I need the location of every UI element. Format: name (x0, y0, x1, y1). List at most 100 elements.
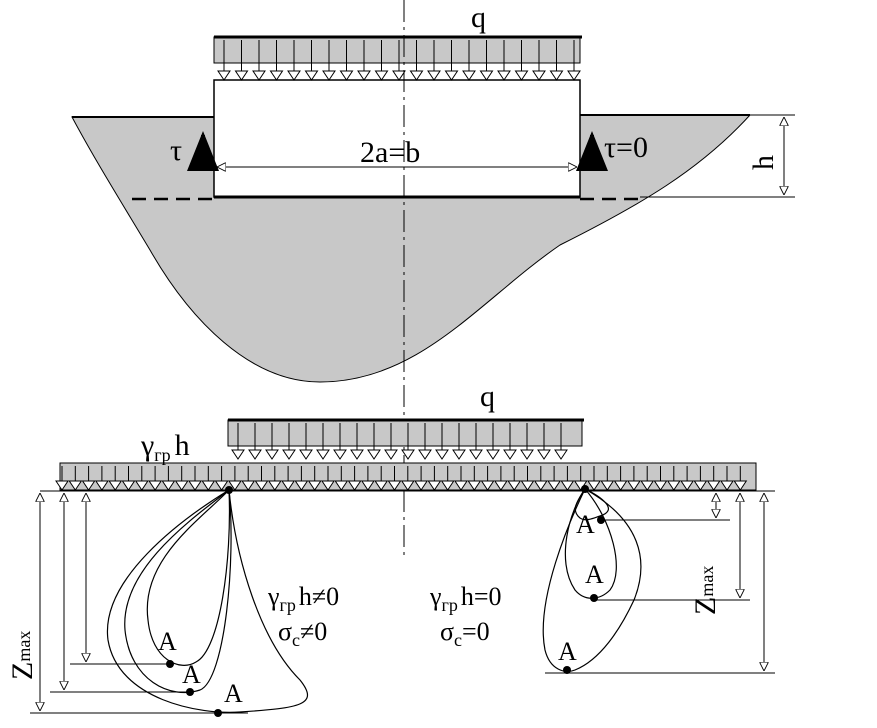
load-arrow-bottom-head (265, 449, 279, 460)
load-arrow-soil-head (307, 480, 322, 491)
load-arrow-soil-head (55, 480, 69, 491)
load-arrow-soil-head (613, 480, 628, 491)
load-arrow-bottom-head (316, 449, 330, 460)
point-a-label-right-1: A (576, 510, 595, 539)
point-a-right-3 (563, 666, 571, 674)
load-arrow-soil-head (706, 480, 721, 491)
load-arrow-top-head (287, 70, 301, 81)
load-arrow-bottom-head (435, 449, 449, 460)
load-arrow-soil-head (493, 480, 508, 491)
load-arrows-soil (55, 466, 748, 491)
load-band-top (213, 36, 581, 64)
point-a-label-right-2: A (585, 560, 604, 589)
load-arrow-bottom-head (384, 449, 398, 460)
load-arrow-soil-head (108, 480, 123, 491)
load-arrow-bottom-head (554, 449, 568, 460)
load-arrow-bottom-head (452, 449, 466, 460)
load-arrow-top-head (479, 70, 494, 81)
shear-label-right: τ=0 (604, 131, 648, 164)
load-arrow-bottom-head (248, 449, 262, 460)
load-arrow-soil-head (733, 480, 748, 491)
zmax-label-right: Zmax (689, 566, 722, 615)
isobar-left-small (146, 489, 231, 666)
load-arrow-soil-head (201, 480, 216, 491)
isobar-left-mid (124, 489, 232, 694)
load-arrow-top-head (269, 70, 284, 81)
load-arrow-soil-head (507, 480, 522, 491)
top-load-label: q (471, 1, 486, 34)
load-arrow-soil-head (400, 480, 415, 491)
top-figure: q 2a=b τ τ=0 h (71, 1, 795, 383)
load-arrow-soil-head (227, 480, 242, 491)
load-arrow-soil-head (267, 480, 282, 491)
load-arrow-bottom-head (350, 449, 364, 460)
shear-label-left: τ (170, 134, 182, 167)
load-arrow-bottom-head (418, 449, 432, 460)
load-arrow-soil-head (600, 480, 615, 491)
load-arrow-bottom-head (503, 449, 517, 460)
load-arrow-soil-head (214, 480, 229, 491)
load-arrow-bottom-head (231, 449, 245, 460)
point-a-label-left-2: A (182, 660, 201, 689)
load-arrows-top (217, 40, 581, 81)
load-arrow-soil-head (68, 480, 83, 491)
load-arrow-top-head (234, 70, 249, 81)
origin-point-right (581, 485, 589, 493)
load-arrow-bottom-head (333, 449, 347, 460)
load-arrow-bottom-head (537, 449, 551, 460)
load-arrow-bottom-head (469, 449, 483, 460)
load-arrow-top-head (409, 70, 424, 81)
load-arrow-soil-head (161, 480, 176, 491)
load-arrow-soil-head (374, 480, 389, 491)
zmax-label-left: Zmax (6, 631, 39, 680)
load-arrow-soil-head (334, 480, 349, 491)
load-arrows-bottom (231, 423, 568, 460)
load-arrow-bottom-head (486, 449, 500, 460)
load-arrow-soil-head (294, 480, 309, 491)
load-arrow-top-head (357, 70, 371, 81)
load-arrow-bottom-head (401, 449, 415, 460)
left-case-line2: σc≠0 (278, 617, 327, 650)
load-arrow-top-head (567, 70, 581, 81)
load-arrow-soil-head (121, 480, 136, 491)
load-arrow-soil-head (680, 480, 695, 491)
load-arrow-top-head (497, 70, 511, 81)
load-band-bottom (227, 419, 583, 447)
load-arrow-top-head (444, 70, 459, 81)
point-a-label-right-3: A (558, 637, 577, 666)
load-arrow-soil-head (414, 480, 429, 491)
right-case-line2: σc=0 (440, 617, 490, 650)
point-a-label-left-3: A (224, 679, 243, 708)
load-arrow-soil-head (547, 480, 562, 491)
load-arrow-soil-head (81, 480, 96, 491)
load-arrow-soil-head (241, 480, 256, 491)
load-arrow-soil-head (693, 480, 708, 491)
load-arrow-soil-head (94, 480, 109, 491)
load-arrow-bottom-head (520, 449, 534, 460)
load-arrow-top-head (532, 70, 546, 81)
load-arrow-soil-head (640, 480, 655, 491)
load-arrow-soil-head (587, 480, 601, 491)
load-arrow-bottom-head (299, 449, 313, 460)
load-arrow-top-head (304, 70, 319, 81)
load-arrow-soil-head (720, 480, 734, 491)
load-arrow-top-head (322, 70, 336, 81)
load-arrow-soil-head (427, 480, 442, 491)
load-arrow-soil-head (347, 480, 362, 491)
load-arrow-top-head (339, 70, 354, 81)
bottom-load-label: q (480, 380, 495, 413)
load-arrow-soil-head (480, 480, 495, 491)
load-arrow-soil-head (387, 480, 402, 491)
load-arrow-soil-head (188, 480, 202, 491)
load-arrow-top-head (549, 70, 564, 81)
load-arrow-top-head (427, 70, 441, 81)
load-arrow-soil-head (174, 480, 189, 491)
load-arrow-soil-head (254, 480, 269, 491)
load-arrow-top-head (252, 70, 266, 81)
load-arrow-soil-head (360, 480, 375, 491)
width-label: 2a=b (360, 136, 420, 169)
